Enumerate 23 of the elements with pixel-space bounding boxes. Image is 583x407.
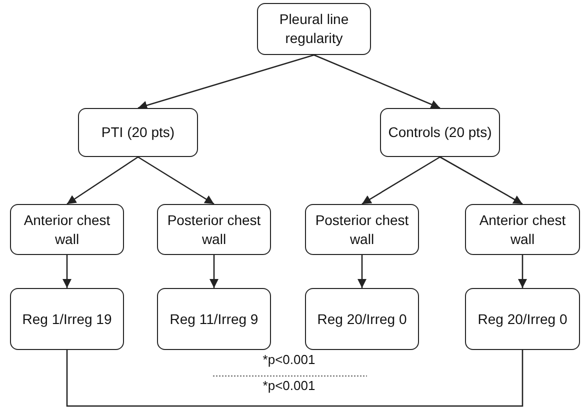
arrow [138,54,314,110]
process-box: Anterior chest wall [465,204,580,255]
arrow [518,255,528,288]
p-value-label: *p<0.001 [262,378,316,393]
process-box: Reg 20/Irreg 0 [305,288,419,350]
process-box: Pleural line regularity [257,3,371,55]
process-box: PTI (20 pts) [78,108,198,157]
arrow [138,156,214,205]
arrow [209,255,219,288]
process-box: Reg 20/Irreg 0 [465,288,580,350]
arrow [357,255,367,288]
process-box: Reg 11/Irreg 9 [157,288,271,350]
process-box: Reg 1/Irreg 19 [10,288,124,350]
arrow [440,156,523,205]
process-box: Anterior chest wall [10,204,124,255]
process-box: Posterior chest wall [157,204,271,255]
p-value-label: *p<0.001 [262,352,316,367]
process-box: Controls (20 pts) [380,108,500,157]
arrow [66,156,138,205]
arrow [362,156,440,205]
process-box: Posterior chest wall [305,204,419,255]
arrow [62,255,72,288]
arrow [314,54,440,109]
